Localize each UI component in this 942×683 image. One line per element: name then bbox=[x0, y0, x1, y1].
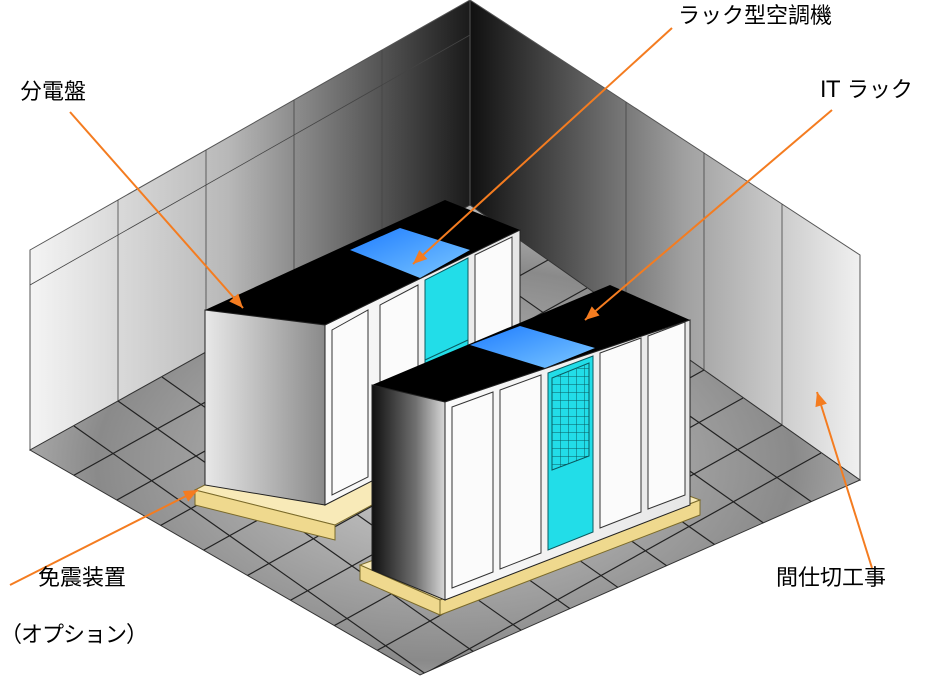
wall-panel-seams bbox=[29, 34, 783, 425]
label-seismic-isolation: 免震装置 bbox=[38, 566, 127, 591]
arrow-seismic-isolation-head bbox=[182, 490, 198, 502]
aircon-top-back bbox=[350, 228, 470, 278]
label-it-rack: IT ラック bbox=[820, 78, 913, 103]
distribution-panel-side bbox=[204, 309, 326, 506]
arrow-partition-work-line bbox=[816, 391, 873, 569]
label-distribution-panel: 分電盤 bbox=[20, 80, 87, 105]
arrow-it-rack-head bbox=[585, 306, 600, 320]
arrow-rack-air-conditioner-line bbox=[412, 27, 673, 265]
arrow-seismic-isolation-line bbox=[9, 489, 199, 586]
front-row-side bbox=[371, 384, 446, 601]
callout-arrows bbox=[9, 27, 873, 586]
partition-walls bbox=[29, 0, 861, 481]
front-rack-row bbox=[358, 285, 702, 616]
arrow-distribution-panel-head bbox=[229, 293, 243, 308]
arrow-partition-work-head bbox=[815, 392, 827, 408]
arrow-rack-air-conditioner-head bbox=[413, 250, 428, 264]
label-option: （オプション） bbox=[0, 623, 148, 648]
arrow-it-rack-line bbox=[584, 109, 833, 321]
arrow-distribution-panel-line bbox=[69, 111, 244, 309]
label-rack-air-conditioner: ラック型空調機 bbox=[678, 4, 833, 29]
aircon-top-front bbox=[470, 326, 595, 368]
aircon-grille bbox=[551, 362, 590, 471]
back-row-top bbox=[205, 200, 520, 325]
label-partition-work: 間仕切工事 bbox=[776, 566, 887, 591]
